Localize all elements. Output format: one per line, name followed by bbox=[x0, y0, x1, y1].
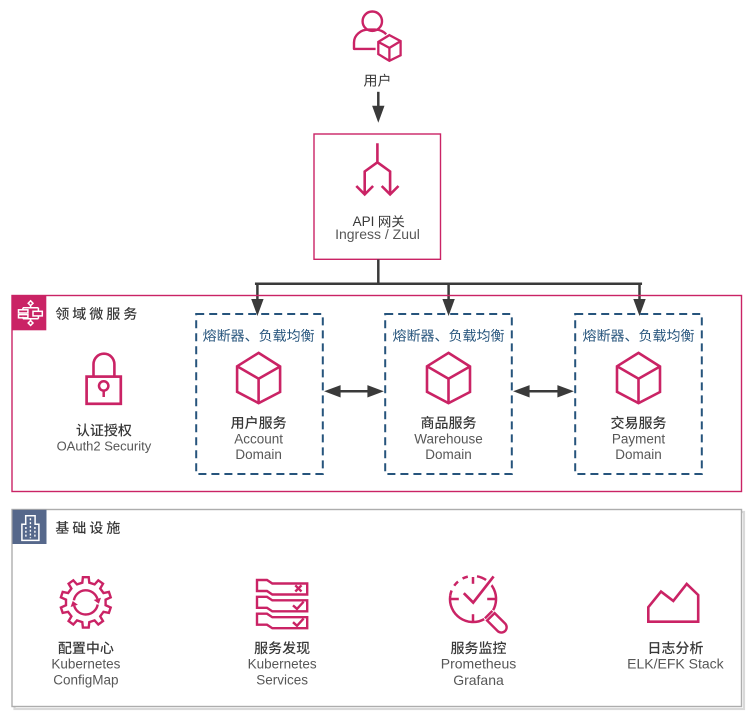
svg-text:Payment: Payment bbox=[612, 431, 666, 446]
svg-text:Account: Account bbox=[234, 431, 283, 446]
svg-text:ELK/EFK Stack: ELK/EFK Stack bbox=[627, 656, 724, 672]
svg-text:Grafana: Grafana bbox=[453, 672, 504, 688]
svg-text:Kubernetes: Kubernetes bbox=[51, 657, 120, 672]
svg-text:Domain: Domain bbox=[235, 447, 282, 462]
svg-text:Kubernetes: Kubernetes bbox=[248, 657, 317, 672]
svg-text:API: API bbox=[353, 214, 375, 229]
svg-text:Prometheus: Prometheus bbox=[441, 656, 516, 672]
svg-text:Warehouse: Warehouse bbox=[414, 431, 483, 446]
svg-text:ConfigMap: ConfigMap bbox=[53, 673, 118, 688]
svg-text:Ingress / Zuul: Ingress / Zuul bbox=[335, 226, 420, 242]
svg-text:Services: Services bbox=[256, 673, 308, 688]
svg-text:OAuth2 Security: OAuth2 Security bbox=[57, 438, 152, 453]
svg-text:Domain: Domain bbox=[425, 447, 472, 462]
svg-text:Domain: Domain bbox=[615, 447, 662, 462]
